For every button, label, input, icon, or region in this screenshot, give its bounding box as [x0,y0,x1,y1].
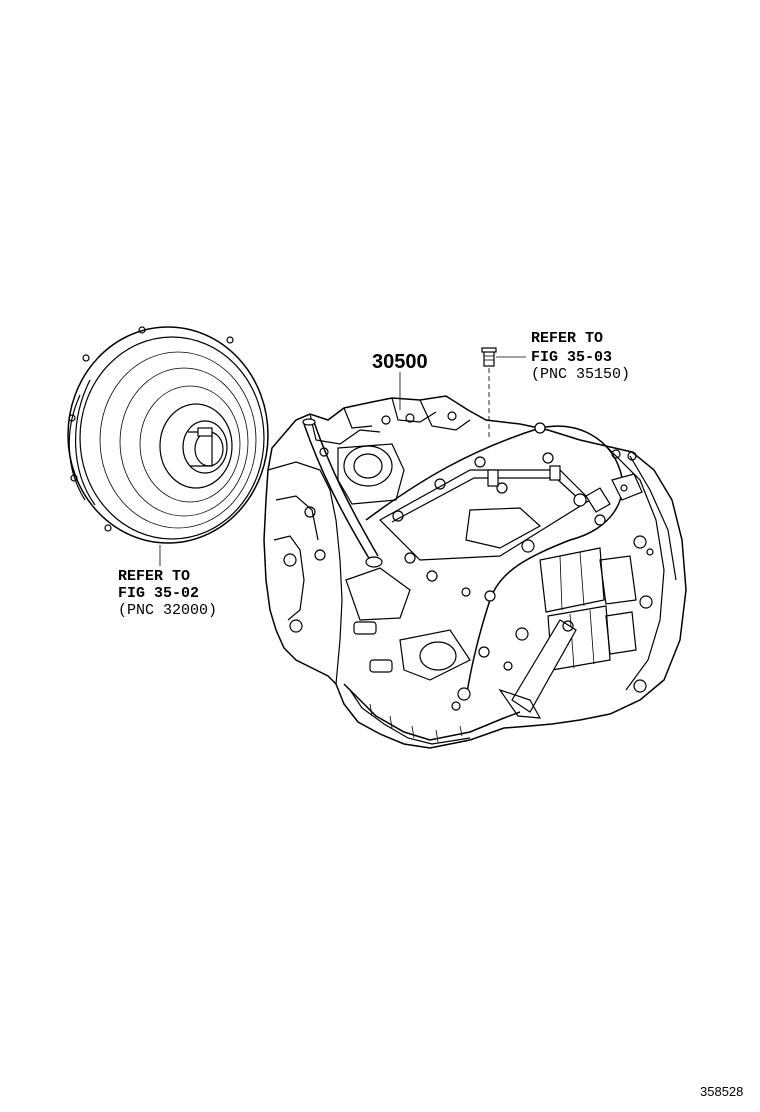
transaxle-assembly-illustration [263,395,687,749]
leader-lines [159,356,526,566]
torque-converter-illustration [67,326,269,544]
plug-reference-callout: REFER TO FIG 35-03 (PNC 35150) [531,330,630,383]
plug-ref-line2: FIG 35-03 [531,349,612,366]
figure-id: 358528 [700,1084,743,1099]
plug-illustration [481,347,497,367]
converter-ref-line2: FIG 35-02 [118,585,199,602]
converter-ref-line3: (PNC 32000) [118,602,217,619]
plug-ref-line3: (PNC 35150) [531,366,630,383]
converter-ref-line1: REFER TO [118,568,190,585]
part-number-30500: 30500 [372,351,428,373]
plug-ref-line1: REFER TO [531,330,603,347]
converter-reference-callout: REFER TO FIG 35-02 (PNC 32000) [118,568,217,619]
